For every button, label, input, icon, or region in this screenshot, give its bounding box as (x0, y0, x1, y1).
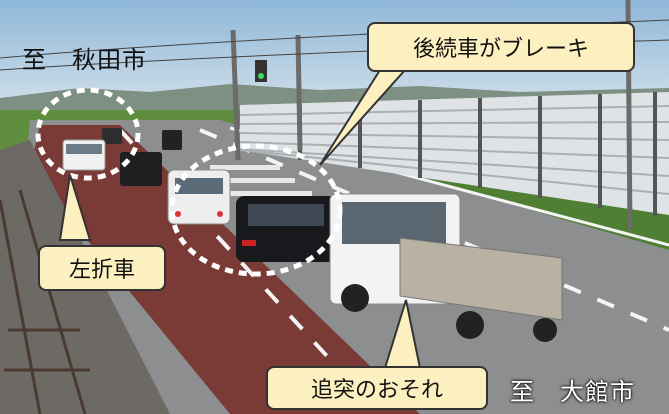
following-car-brakes-callout: 後続車がブレーキ (367, 22, 635, 72)
far-car (162, 130, 182, 150)
left-turning-car-callout: 左折車 (38, 245, 166, 291)
brake-highlight-circle (169, 143, 343, 277)
left-turn-highlight-circle (35, 87, 141, 181)
crosswalk (210, 165, 312, 196)
barrier-posts (298, 92, 657, 216)
barrier-slats (239, 105, 669, 195)
left-railing (0, 189, 90, 414)
destination-north-label: 至 秋田市 (22, 46, 147, 74)
rear-end-risk-callout: 追突のおそれ (266, 366, 488, 410)
dark-sedan (120, 152, 162, 186)
left-turn-callout-pointer (58, 174, 92, 241)
truck-bed-cover (399, 237, 563, 321)
far-car (102, 128, 122, 144)
traffic-signal (255, 60, 267, 82)
destination-south-label: 至 大館市 (510, 378, 635, 406)
